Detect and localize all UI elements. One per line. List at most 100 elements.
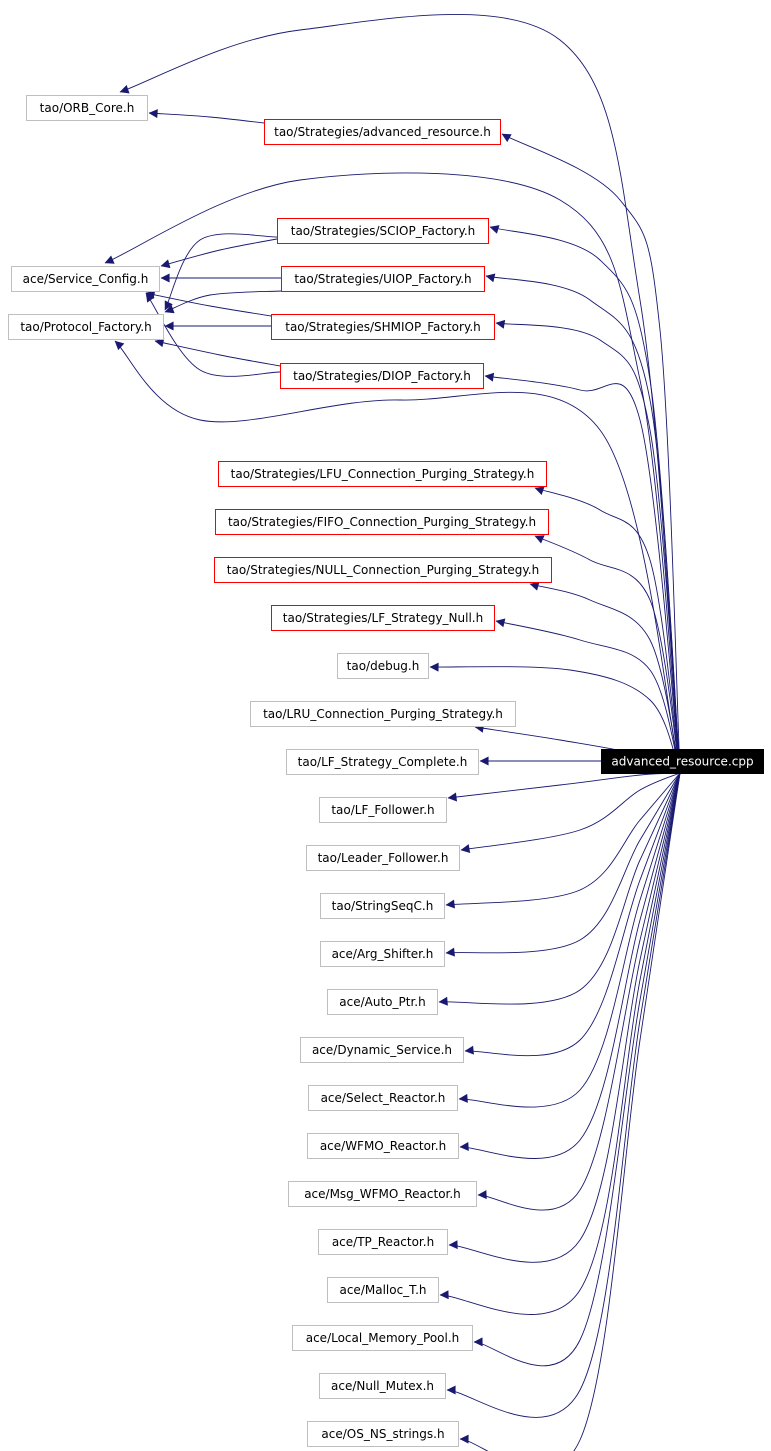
node-tao-lf-strategy-complete-h[interactable]: tao/LF_Strategy_Complete.h (286, 749, 479, 775)
node-label: tao/LF_Strategy_Complete.h (298, 755, 468, 769)
node-box (306, 845, 460, 871)
node-box (318, 1229, 448, 1255)
node-box (307, 1133, 459, 1159)
edge-advanced-resource-cpp-to-ace-os-ns-strings-h (459, 772, 681, 1451)
node-ace-select-reactor-h[interactable]: ace/Select_Reactor.h (308, 1085, 458, 1111)
node-label: tao/ORB_Core.h (40, 101, 135, 115)
node-tao-orb-core-h[interactable]: tao/ORB_Core.h (26, 95, 148, 121)
node-ace-dynamic-service-h[interactable]: ace/Dynamic_Service.h (300, 1037, 464, 1063)
node-label: ace/Auto_Ptr.h (339, 995, 425, 1009)
node-ace-local-memory-pool-h[interactable]: ace/Local_Memory_Pool.h (292, 1325, 473, 1351)
node-box (215, 509, 549, 535)
edge-advanced-resource-cpp-to-tao-leader-follower-h (460, 772, 681, 854)
node-box (320, 941, 445, 967)
node-ace-null-mutex-h[interactable]: ace/Null_Mutex.h (319, 1373, 446, 1399)
edge-advanced-resource-cpp-to-ace-select-reactor-h (458, 772, 681, 1108)
node-ace-malloc-t-h[interactable]: ace/Malloc_T.h (327, 1277, 439, 1303)
edge-advanced-resource-cpp-to-tao-strategies-null-connection-purging-strategy-h (529, 581, 681, 774)
node-box (264, 119, 501, 145)
edge-advanced-resource-cpp-to-ace-null-mutex-h (446, 772, 681, 1418)
node-tao-stringseqc-h[interactable]: tao/StringSeqC.h (320, 893, 445, 919)
edge-advanced-resource-cpp-to-tao-strategies-diop-factory-h (484, 372, 681, 774)
node-label: tao/Strategies/advanced_resource.h (274, 125, 491, 139)
node-tao-protocol-factory-h[interactable]: tao/Protocol_Factory.h (8, 314, 164, 340)
node-ace-auto-ptr-h[interactable]: ace/Auto_Ptr.h (327, 989, 438, 1015)
edge-advanced-resource-cpp-to-tao-strategies-sciop-factory-h (489, 225, 681, 774)
node-label: ace/OS_NS_strings.h (321, 1427, 444, 1441)
node-tao-strategies-uiop-factory-h[interactable]: tao/Strategies/UIOP_Factory.h (281, 266, 485, 292)
node-box (307, 1421, 459, 1447)
node-label: tao/Strategies/SHMIOP_Factory.h (285, 320, 481, 334)
edge-advanced-resource-cpp-to-ace-wfmo-reactor-h (459, 772, 681, 1159)
node-box (601, 749, 764, 774)
edge-advanced-resource-cpp-to-tao-stringseqc-h (445, 772, 681, 909)
node-box (319, 1373, 446, 1399)
node-ace-os-ns-strings-h[interactable]: ace/OS_NS_strings.h (307, 1421, 459, 1447)
node-label: ace/Service_Config.h (23, 272, 149, 286)
node-ace-arg-shifter-h[interactable]: ace/Arg_Shifter.h (320, 941, 445, 967)
node-label: advanced_resource.cpp (611, 755, 753, 769)
node-tao-debug-h[interactable]: tao/debug.h (337, 653, 429, 679)
node-box (300, 1037, 464, 1063)
node-tao-strategies-diop-factory-h[interactable]: tao/Strategies/DIOP_Factory.h (280, 363, 484, 389)
edge-advanced-resource-cpp-to-tao-debug-h (429, 662, 681, 774)
edge-tao-strategies-shmiop-factory-h-to-ace-service-config-h (145, 290, 272, 317)
node-tao-leader-follower-h[interactable]: tao/Leader_Follower.h (306, 845, 460, 871)
node-ace-service-config-h[interactable]: ace/Service_Config.h (11, 266, 160, 292)
node-ace-msg-wfmo-reactor-h[interactable]: ace/Msg_WFMO_Reactor.h (288, 1181, 477, 1207)
node-label: tao/Strategies/DIOP_Factory.h (293, 369, 471, 383)
edge-tao-strategies-uiop-factory-h-to-tao-protocol-factory-h (164, 290, 282, 314)
edge-advanced-resource-cpp-to-tao-orb-core-h (119, 14, 681, 774)
edge-advanced-resource-cpp-to-ace-service-config-h (104, 172, 681, 774)
node-tao-strategies-lfu-connection-purging-strategy-h[interactable]: tao/Strategies/LFU_Connection_Purging_St… (218, 461, 547, 487)
node-box (280, 363, 484, 389)
node-box (327, 989, 438, 1015)
node-box (337, 653, 429, 679)
node-tao-strategies-null-connection-purging-strategy-h[interactable]: tao/Strategies/NULL_Connection_Purging_S… (214, 557, 552, 583)
node-box (250, 701, 516, 727)
node-box (11, 266, 160, 292)
node-label: tao/LRU_Connection_Purging_Strategy.h (263, 707, 503, 721)
edge-advanced-resource-cpp-to-ace-msg-wfmo-reactor-h (477, 772, 681, 1211)
node-tao-strategies-fifo-connection-purging-strategy-h[interactable]: tao/Strategies/FIFO_Connection_Purging_S… (215, 509, 549, 535)
edge-advanced-resource-cpp-to-tao-strategies-uiop-factory-h (485, 273, 681, 774)
node-box (320, 893, 445, 919)
node-tao-lru-connection-purging-strategy-h[interactable]: tao/LRU_Connection_Purging_Strategy.h (250, 701, 516, 727)
node-label: ace/Arg_Shifter.h (332, 947, 434, 961)
node-box (8, 314, 164, 340)
node-box (319, 797, 447, 823)
edge-tao-strategies-diop-factory-h-to-ace-service-config-h (145, 292, 281, 377)
edge-tao-strategies-advanced-resource-h-to-tao-orb-core-h (148, 109, 265, 124)
node-box (26, 95, 148, 121)
node-box (292, 1325, 473, 1351)
edge-advanced-resource-cpp-to-tao-lf-follower-h (447, 772, 681, 802)
node-ace-wfmo-reactor-h[interactable]: ace/WFMO_Reactor.h (307, 1133, 459, 1159)
edge-advanced-resource-cpp-to-ace-local-memory-pool-h (473, 772, 681, 1367)
node-label: ace/TP_Reactor.h (332, 1235, 434, 1249)
node-label: ace/Null_Mutex.h (331, 1379, 434, 1393)
node-box (327, 1277, 439, 1303)
node-box (271, 314, 495, 340)
node-box (218, 461, 547, 487)
node-label: tao/Strategies/FIFO_Connection_Purging_S… (228, 515, 536, 529)
node-box (281, 266, 485, 292)
node-tao-strategies-sciop-factory-h[interactable]: tao/Strategies/SCIOP_Factory.h (277, 218, 489, 244)
node-label: tao/Strategies/SCIOP_Factory.h (291, 224, 476, 238)
node-label: ace/Select_Reactor.h (321, 1091, 446, 1105)
node-tao-strategies-lf-strategy-null-h[interactable]: tao/Strategies/LF_Strategy_Null.h (271, 605, 495, 631)
edge-tao-strategies-sciop-factory-h-to-tao-protocol-factory-h (164, 233, 278, 311)
node-tao-strategies-advanced-resource-h[interactable]: tao/Strategies/advanced_resource.h (264, 119, 501, 145)
node-label: ace/WFMO_Reactor.h (320, 1139, 446, 1153)
node-tao-strategies-shmiop-factory-h[interactable]: tao/Strategies/SHMIOP_Factory.h (271, 314, 495, 340)
node-label: tao/LF_Follower.h (331, 803, 434, 817)
node-label: tao/StringSeqC.h (332, 899, 434, 913)
root-node: advanced_resource.cpp (601, 749, 764, 774)
node-label: ace/Dynamic_Service.h (312, 1043, 452, 1057)
edge-advanced-resource-cpp-to-tao-strategies-shmiop-factory-h (495, 319, 681, 774)
node-box (214, 557, 552, 583)
node-tao-lf-follower-h[interactable]: tao/LF_Follower.h (319, 797, 447, 823)
edge-advanced-resource-cpp-to-ace-arg-shifter-h (445, 772, 681, 957)
node-ace-tp-reactor-h[interactable]: ace/TP_Reactor.h (318, 1229, 448, 1255)
edge-advanced-resource-cpp-to-tao-protocol-factory-h (114, 340, 681, 774)
